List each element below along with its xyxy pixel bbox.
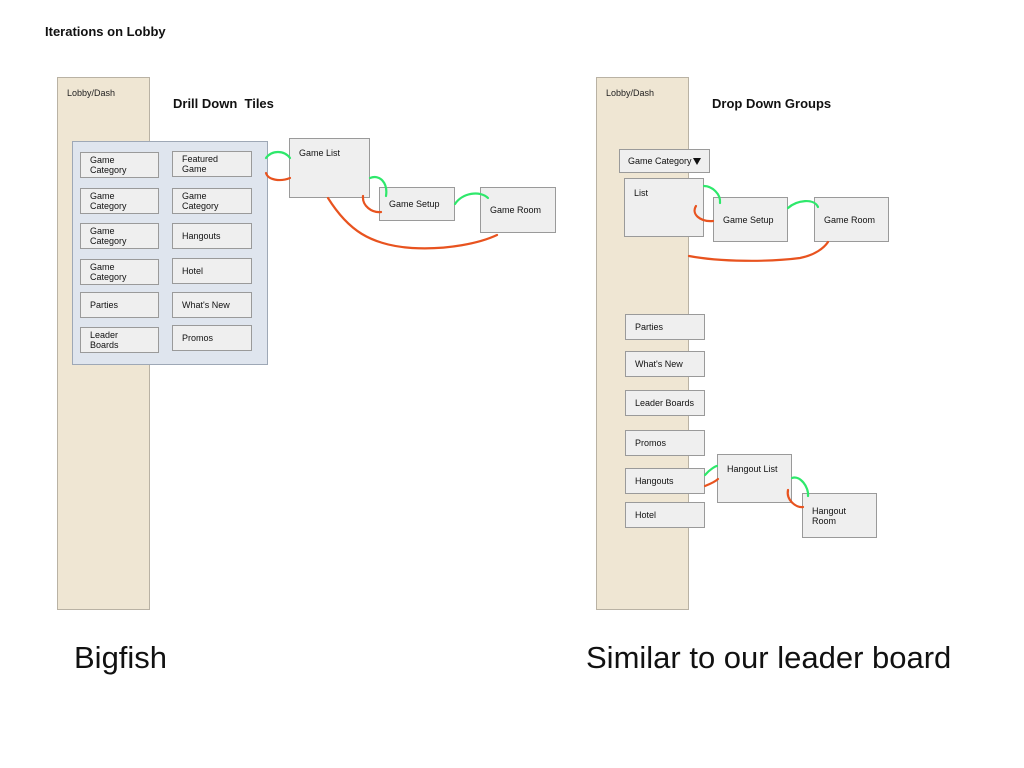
tile-game-category-4[interactable]: Game Category: [80, 223, 159, 249]
hangout-room-screen: Hangout Room: [802, 493, 877, 538]
list-item-hotel[interactable]: Hotel: [625, 502, 705, 528]
forward-link: [264, 150, 292, 160]
game-room-screen: Game Room: [814, 197, 889, 242]
caption-similar-leader-board: Similar to our leader board: [586, 640, 952, 675]
tile-game-category-3[interactable]: Game Category: [172, 188, 252, 214]
list-item-whats-new[interactable]: What's New: [625, 351, 705, 377]
page-title: Iterations on Lobby: [45, 24, 166, 39]
list-item-promos[interactable]: Promos: [625, 430, 705, 456]
triangle-down-icon: [693, 157, 701, 165]
dropdown-label: Game Category: [628, 156, 692, 166]
tile-hotel[interactable]: Hotel: [172, 258, 252, 284]
game-room-screen: Game Room: [480, 187, 556, 233]
list-item-parties[interactable]: Parties: [625, 314, 705, 340]
list-item-leader-boards[interactable]: Leader Boards: [625, 390, 705, 416]
tile-game-category-2[interactable]: Game Category: [80, 188, 159, 214]
panel-label: Lobby/Dash: [606, 88, 655, 98]
panel-label: Lobby/Dash: [67, 88, 116, 98]
list-item-hangouts[interactable]: Hangouts: [625, 468, 705, 494]
game-setup-screen: Game Setup: [713, 197, 788, 242]
section-title-drill-down: Drill Down Tiles: [173, 96, 274, 111]
back-link: [264, 171, 292, 182]
tile-promos[interactable]: Promos: [172, 325, 252, 351]
game-setup-screen: Game Setup: [379, 187, 455, 221]
game-list-screen: Game List: [289, 138, 370, 198]
tile-hangouts[interactable]: Hangouts: [172, 223, 252, 249]
tile-game-category-1[interactable]: Game Category: [80, 152, 159, 178]
tile-parties[interactable]: Parties: [80, 292, 159, 318]
list-screen: List: [624, 178, 704, 237]
hangout-list-screen: Hangout List: [717, 454, 792, 503]
back-link: [687, 240, 830, 262]
tile-game-category-5[interactable]: Game Category: [80, 259, 159, 285]
tile-featured-game[interactable]: Featured Game: [172, 151, 252, 177]
tile-leader-boards[interactable]: Leader Boards: [80, 327, 159, 353]
tile-whats-new[interactable]: What's New: [172, 292, 252, 318]
forward-link: [703, 464, 719, 477]
section-title-drop-down: Drop Down Groups: [712, 96, 832, 111]
game-category-dropdown[interactable]: Game Category: [619, 149, 710, 173]
caption-bigfish: Bigfish: [74, 640, 168, 675]
